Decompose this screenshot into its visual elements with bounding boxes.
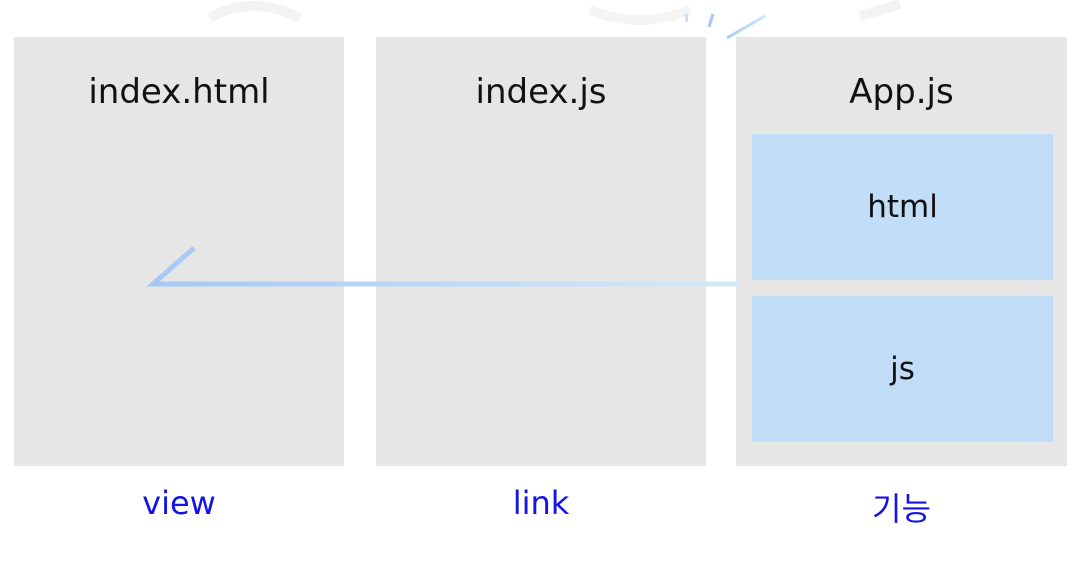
faint-arc-2 bbox=[588, 5, 692, 25]
caption-link: link bbox=[512, 484, 570, 522]
panel-title: index.js bbox=[475, 72, 607, 112]
faint-arc-1 bbox=[207, 1, 303, 23]
accent-stroke-1 bbox=[684, 13, 689, 23]
sub-box-html: html bbox=[752, 134, 1053, 280]
accent-stroke-3 bbox=[726, 14, 766, 40]
accent-stroke-2 bbox=[707, 13, 715, 28]
sub-box-js: js bbox=[752, 296, 1053, 442]
top-decoration bbox=[207, 0, 902, 25]
panel-index-html: index.html bbox=[14, 37, 344, 466]
caption-view: view bbox=[142, 484, 216, 522]
caption-function: 기능 bbox=[872, 490, 931, 528]
panel-title: index.html bbox=[88, 72, 270, 112]
panel-index-js: index.js bbox=[376, 37, 706, 466]
panel-app-js: App.js html js bbox=[736, 37, 1067, 466]
faint-arc-3 bbox=[858, 0, 902, 21]
panel-title: App.js bbox=[849, 72, 954, 112]
